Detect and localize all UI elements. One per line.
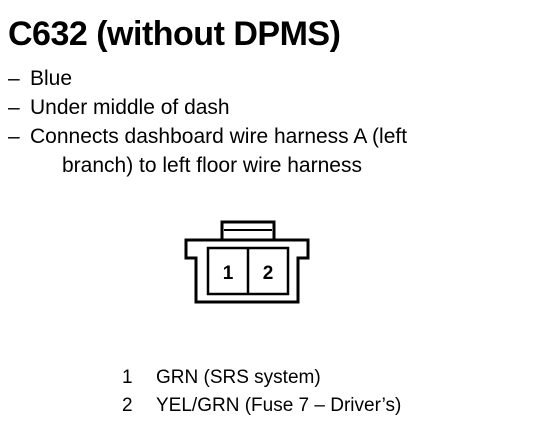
detail-connection-text-line2: branch) to left floor wire harness [62,154,362,177]
pin-label-1: 1 [223,263,234,284]
bullet-dash: – [8,96,20,119]
pinout-list: 1 GRN (SRS system) 2 YEL/GRN (Fuse 7 – Dri… [122,364,401,420]
detail-location-text: Under middle of dash [30,96,230,119]
connector-face-diagram: 1 2 [184,220,310,304]
detail-connection: – Connects dashboard wire harness A (lef… [8,122,407,180]
detail-color-text: Blue [30,67,73,90]
detail-color: – Blue [8,64,407,93]
detail-location: – Under middle of dash [8,93,407,122]
pinout-row: 1 GRN (SRS system) [122,364,401,392]
connector-latch [220,220,276,240]
connector-title: C632 (without DPMS) [8,15,341,53]
bullet-dash: – [8,67,20,90]
pinout-row: 2 YEL/GRN (Fuse 7 – Driver’s) [122,392,401,420]
pinout-pin-number: 1 [122,367,133,388]
pinout-wire-description: GRN (SRS system) [156,367,321,388]
pin-label-2: 2 [263,263,274,284]
connector-details-list: – Blue – Under middle of dash – Connects… [8,64,407,180]
connector-housing [184,238,310,304]
detail-connection-text-line1: Connects dashboard wire harness A (left [30,125,408,148]
bullet-dash: – [8,125,20,148]
pinout-wire-description: YEL/GRN (Fuse 7 – Driver’s) [156,395,402,416]
pinout-pin-number: 2 [122,395,133,416]
